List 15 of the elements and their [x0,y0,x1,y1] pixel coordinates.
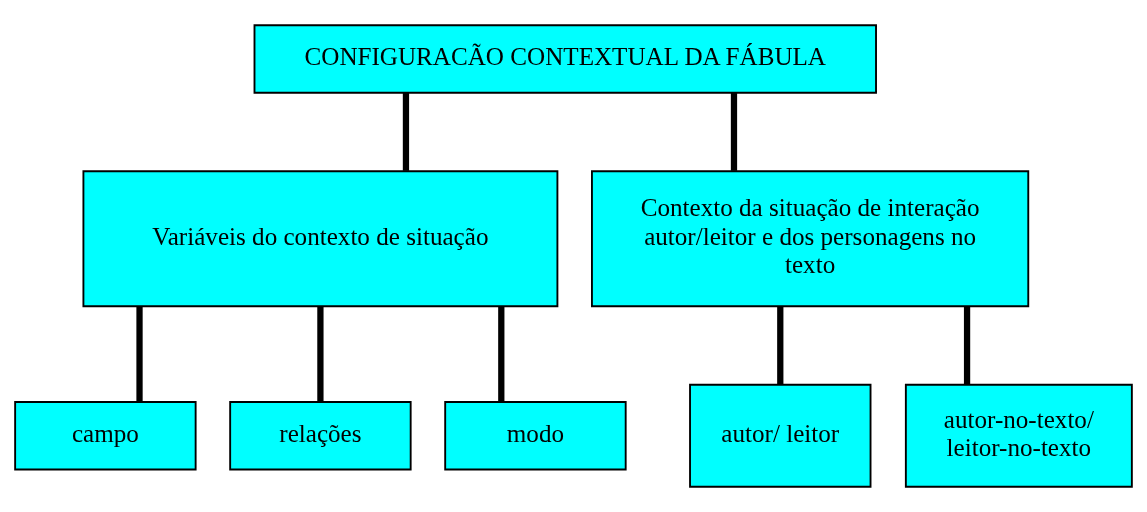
connector [730,92,738,171]
node-box: autor-no-texto/ leitor-no-texto [904,383,1133,488]
connector [777,306,784,385]
node-box: autor/ leitor [689,383,872,488]
connector [498,306,505,402]
node-box: campo [14,401,197,471]
connector [402,92,410,171]
node-box: CONFIGURACÃO CONTEXTUAL DA FÁBULA [253,24,877,94]
node-box: modo [444,401,627,471]
connector [136,306,143,402]
connector [963,306,971,385]
node-box: relações [229,401,412,471]
node-box: Variáveis do contexto de situação [82,170,559,308]
node-box: Contexto da situação de interação autor/leitor e dos personagens no texto [591,170,1030,308]
connector [317,306,324,402]
